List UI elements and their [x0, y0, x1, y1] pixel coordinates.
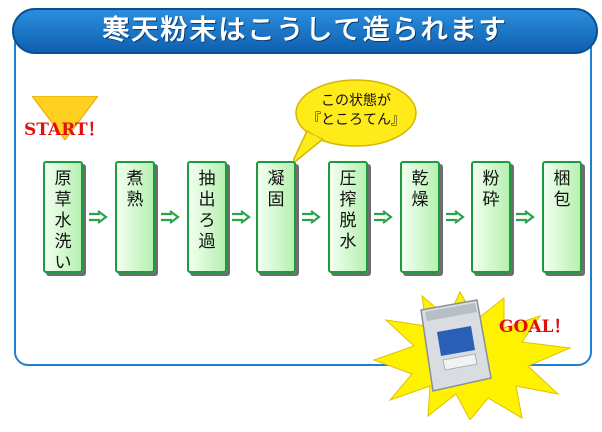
step-label: 梱包 [553, 169, 571, 210]
page-title: 寒天粉末はこうして造られます [12, 8, 598, 54]
step-extract-filter: 抽出ろ過 [187, 161, 227, 273]
step-label: 凝固 [267, 169, 285, 210]
double-arrow-right-icon [232, 210, 251, 224]
bubble-line-1: この状態が [321, 93, 391, 109]
double-arrow-right-icon [302, 210, 321, 224]
double-arrow-right-icon [89, 210, 108, 224]
step-pack: 梱包 [542, 161, 582, 273]
step-solidify: 凝固 [256, 161, 296, 273]
double-arrow-right-icon [161, 210, 180, 224]
step-label: 原草水洗い [54, 169, 72, 273]
double-arrow-right-icon [516, 210, 535, 224]
step-label: 乾燥 [411, 169, 429, 210]
step-grind: 粉砕 [471, 161, 511, 273]
double-arrow-right-icon [446, 210, 465, 224]
step-boil: 煮熟 [115, 161, 155, 273]
product-package-icon [420, 299, 492, 392]
step-dry: 乾燥 [400, 161, 440, 273]
step-label: 粉砕 [482, 169, 500, 210]
bubble-text: この状態が 『ところてん』 [300, 92, 412, 130]
bubble-line-2: 『ところてん』 [307, 112, 405, 128]
goal-label: GOAL！ [499, 317, 571, 337]
step-press-dehydrate: 圧搾脱水 [328, 161, 368, 273]
start-triangle-icon [32, 96, 98, 140]
double-arrow-right-icon [374, 210, 393, 224]
step-rinse: 原草水洗い [43, 161, 83, 273]
step-label: 煮熟 [126, 169, 144, 210]
step-label: 抽出ろ過 [198, 169, 216, 252]
step-label: 圧搾脱水 [339, 169, 357, 252]
start-label: START！ [24, 120, 105, 140]
speech-bubble [293, 79, 417, 165]
